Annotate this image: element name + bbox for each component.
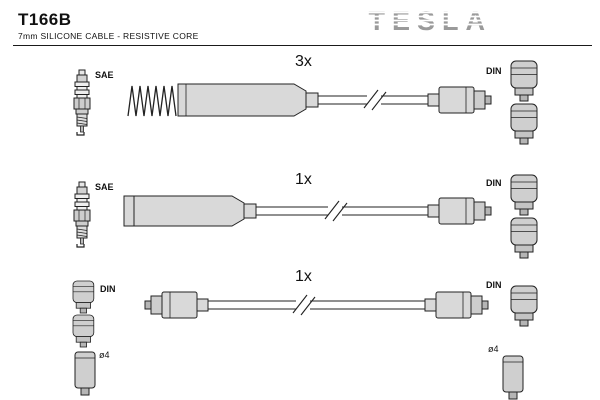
quantity-label: 1x <box>295 171 312 188</box>
cable-row-2: 1x SAE DIN <box>73 171 538 259</box>
din-connector-icon <box>510 60 538 102</box>
spark-plug-boot <box>133 195 245 227</box>
din-connector-icon <box>72 314 95 348</box>
cable-row-1: 3x SAE DIN <box>73 53 538 145</box>
connector-standard-label: DIN <box>100 284 116 294</box>
part-number: T166B <box>18 10 72 29</box>
cable-row-3: 1x DIN DIN <box>72 268 538 348</box>
cable-diameter-icon <box>74 351 96 396</box>
cable-end-connector-icon <box>427 86 492 114</box>
coil-spring-terminal-icon <box>127 85 177 117</box>
boot-neck <box>305 92 319 108</box>
connector-standard-label: SAE <box>95 70 114 80</box>
cable-wire <box>208 292 425 318</box>
boot-neck <box>243 203 257 219</box>
diameter-label: ø4 <box>99 350 110 360</box>
diameter-label: ø4 <box>488 344 499 354</box>
din-connector-icon <box>510 217 538 259</box>
spark-plug-icon <box>73 69 91 136</box>
din-connector-icon <box>510 174 538 216</box>
brand-stripes <box>366 11 496 26</box>
cable-wire <box>318 87 428 113</box>
diameter-callout-right: ø4 <box>488 344 524 400</box>
cable-break-icon <box>296 292 310 318</box>
quantity-label: 3x <box>295 53 312 70</box>
diameter-callout-left: ø4 <box>74 350 110 396</box>
connector-standard-label: DIN <box>486 66 502 76</box>
cable-break-icon <box>367 87 381 113</box>
spark-plug-boot <box>177 83 307 117</box>
cable-end-connector-icon <box>427 197 492 225</box>
cable-break-icon <box>328 198 342 224</box>
din-connector-icon <box>72 280 95 314</box>
connector-standard-label: SAE <box>95 182 114 192</box>
din-connector-icon <box>510 103 538 145</box>
subtitle: 7mm SILICONE CABLE - RESISTIVE CORE <box>18 31 199 41</box>
cable-end-connector-icon <box>144 291 209 319</box>
cable-diameter-icon <box>502 355 524 400</box>
din-connector-icon <box>510 285 538 327</box>
boot-cap <box>123 195 135 227</box>
connector-standard-label: DIN <box>486 178 502 188</box>
spark-plug-icon <box>73 181 91 248</box>
cable-wire <box>256 198 428 224</box>
cable-end-connector-icon <box>424 291 489 319</box>
quantity-label: 1x <box>295 268 312 285</box>
connector-standard-label: DIN <box>486 280 502 290</box>
brand-logo: TESLA <box>366 6 496 36</box>
